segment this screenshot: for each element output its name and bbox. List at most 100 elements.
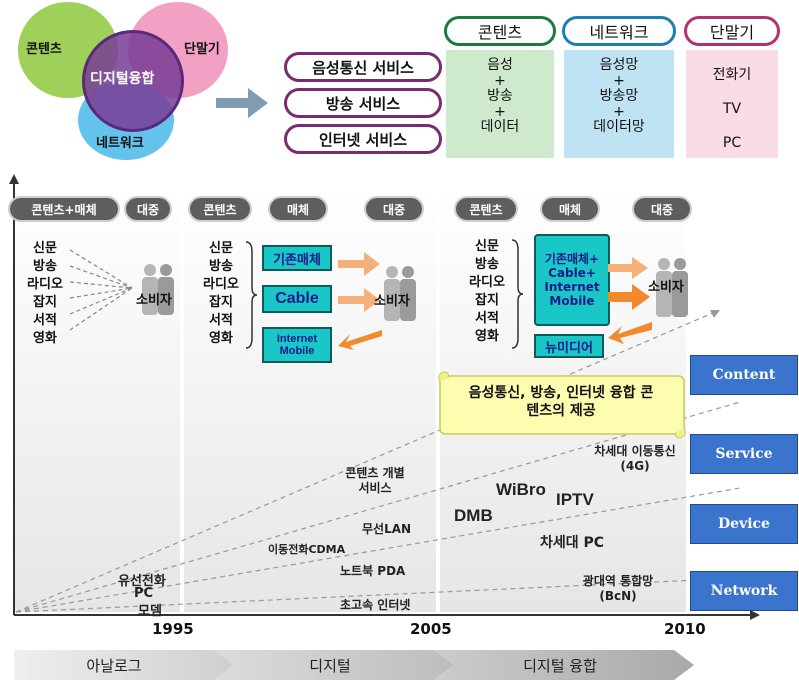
media-item: 서적 (209, 313, 233, 328)
device-item: TV (722, 101, 742, 117)
stage-arrow-band (14, 650, 694, 680)
media-item: 방송 (475, 257, 499, 272)
media-item: 라디오 (203, 277, 239, 292)
era3-people-icon (656, 258, 688, 317)
content-item: 방송 (487, 88, 513, 104)
media-item: 방송 (209, 259, 233, 274)
timeline-item: IPTV (556, 490, 594, 509)
media-item: 잡지 (475, 293, 499, 308)
service-broadcast: 방송 서비스 (284, 88, 442, 118)
year-2005: 2005 (410, 620, 452, 638)
layer-device: Device (690, 504, 798, 544)
header-device: 단말기 (684, 16, 780, 46)
era2-box-internet-mobile: Internet Mobile (262, 327, 332, 363)
content-plus: + (494, 104, 506, 120)
era2-box-existing-media: 기존매체 (262, 245, 332, 271)
year-2010: 2010 (664, 620, 706, 638)
media-item: 라디오 (27, 277, 63, 292)
content-item: 데이터 (480, 119, 520, 135)
device-column: 전화기 TV PC (686, 50, 778, 158)
media-item: 신문 (475, 239, 499, 254)
era1-media-list: 신문 방송 라디오 잡지 서적 영화 (22, 240, 68, 348)
content-plus: + (494, 73, 506, 89)
era1-dashed-arrows (69, 249, 133, 331)
device-item: PC (722, 135, 742, 151)
era2-brace (245, 241, 258, 349)
timeline-item: 차세대 이동통신(4G) (594, 444, 676, 473)
era1-people-icon (142, 264, 174, 315)
media-item: 영화 (33, 331, 57, 346)
content-item: 음성 (487, 57, 513, 73)
venn-network-label: 네트워크 (96, 136, 144, 151)
media-item: 신문 (33, 241, 57, 256)
era3-brace (511, 239, 524, 349)
service-internet: 인터넷 서비스 (284, 124, 442, 154)
era3-label-media: 매체 (540, 196, 600, 222)
timeline-item: 콘텐츠 개별서비스 (345, 466, 405, 495)
venn-content-label: 콘텐츠 (26, 42, 62, 57)
era3-consumer-label: 소비자 (648, 280, 684, 295)
timeline-item: 이동전화CDMA (268, 543, 346, 556)
era2-people-icon (384, 266, 416, 321)
venn-device-label: 단말기 (184, 42, 220, 57)
layer-service: Service (690, 434, 798, 474)
year-1995: 1995 (152, 620, 194, 638)
era2-label-public: 대중 (364, 196, 424, 222)
era1-label-content-media: 콘텐츠+매체 (8, 196, 120, 222)
network-plus: + (613, 73, 625, 89)
timeline-item: 무선LAN (362, 522, 412, 536)
service-voice: 음성통신 서비스 (284, 52, 442, 82)
media-item: 잡지 (33, 295, 57, 310)
timeline-item: DMB (454, 506, 493, 525)
timeline-item: PC (134, 586, 154, 601)
timeline-item: 노트북 PDA (340, 564, 406, 578)
era2-box-cable: Cable (262, 285, 332, 313)
era1-consumer-label: 소비자 (136, 293, 172, 308)
layer-content: Content (690, 355, 798, 395)
header-network: 네트워크 (562, 16, 676, 46)
device-item: 전화기 (712, 67, 752, 83)
era2-label-media: 매체 (268, 196, 328, 222)
network-column: 음성망 + 방송망 + 데이터망 (564, 50, 674, 158)
stage-digital: 디지털 (309, 656, 351, 675)
content-column: 음성 + 방송 + 데이터 (446, 50, 554, 158)
scroll-banner-text: 음성통신, 방송, 인터넷 융합 콘텐츠의 제공 (468, 385, 654, 419)
era3-media-list: 신문 방송 라디오 잡지 서적 영화 (464, 238, 510, 346)
era3-box-new-media: 뉴미디어 (534, 334, 604, 358)
timeline-item: 유선전화 (118, 574, 166, 589)
media-item: 서적 (33, 313, 57, 328)
network-item: 음성망 (599, 57, 639, 73)
era2-orange-arrows (338, 252, 382, 350)
era2-consumer-label: 소비자 (374, 294, 410, 309)
timeline-item: WiBro (496, 480, 546, 499)
venn-center-circle (82, 30, 184, 132)
network-plus: + (613, 104, 625, 120)
scroll-banner-shape (438, 371, 686, 439)
timeline-axes (9, 174, 760, 620)
media-item: 신문 (209, 241, 233, 256)
layer-network: Network (690, 571, 798, 611)
media-item: 영화 (209, 331, 233, 346)
timeline-item: 광대역 통합망 (BcN) (582, 574, 654, 603)
media-item: 영화 (475, 329, 499, 344)
network-item: 데이터망 (593, 119, 645, 135)
media-item: 서적 (475, 311, 499, 326)
timeline-item: 모뎀 (138, 604, 162, 619)
era2-label-content: 콘텐츠 (188, 196, 252, 222)
timeline-item: 차세대 PC (540, 535, 605, 551)
era3-label-content: 콘텐츠 (454, 196, 518, 222)
media-item: 라디오 (469, 275, 505, 290)
era3-label-public: 대중 (632, 196, 692, 222)
network-item: 방송망 (599, 88, 639, 104)
era2-media-list: 신문 방송 라디오 잡지 서적 영화 (198, 240, 244, 348)
timeline-item: 초고속 인터넷 (340, 598, 411, 612)
stage-digital-convergence: 디지털 융합 (523, 656, 597, 675)
media-item: 방송 (33, 259, 57, 274)
right-arrow-icon (216, 88, 268, 118)
era3-box-converged-media: 기존매체+ Cable+ Internet Mobile (534, 234, 610, 326)
media-item: 잡지 (209, 295, 233, 310)
venn-center-label: 디지털융합 (90, 71, 155, 87)
era1-label-public: 대중 (124, 196, 172, 222)
stage-analog: 아날로그 (86, 656, 142, 675)
era3-orange-arrows (608, 257, 652, 344)
